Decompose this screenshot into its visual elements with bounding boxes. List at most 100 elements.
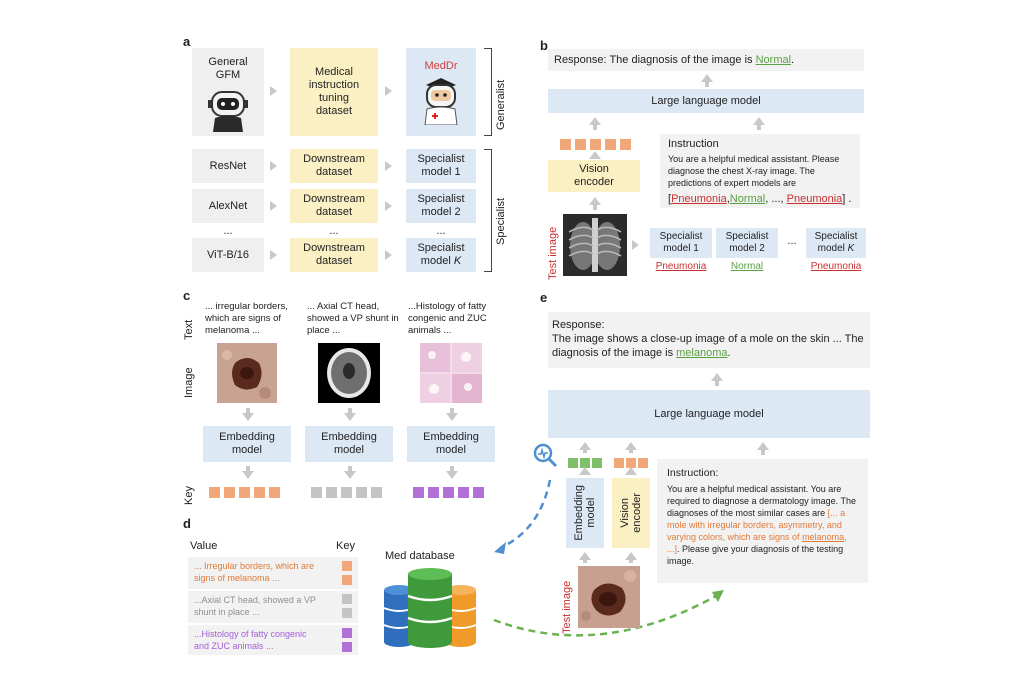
specialist-model-label: Specialist model [417, 242, 465, 267]
db-key [342, 575, 352, 585]
row-image-label: Image [183, 367, 195, 398]
instruction-box-e: Instruction: You are a helpful medical a… [657, 459, 868, 583]
ellipsis: ... [192, 224, 264, 237]
test-skin-lesion-image [578, 566, 640, 628]
token [560, 139, 571, 150]
response-title: Response: [552, 319, 605, 331]
instruction-title: Instruction: [667, 467, 719, 479]
magnifier-icon [533, 443, 558, 468]
ct-head-image [318, 343, 380, 403]
key-row-purple [413, 485, 498, 498]
vision-encoder-label: Vision encoder [574, 163, 614, 188]
panel-b-letter: b [540, 38, 548, 53]
instruction-text: You are a helpful medical assistant. Ple… [668, 154, 840, 188]
response-suffix: . [727, 347, 731, 359]
panel-d-letter: d [183, 516, 191, 531]
embedding-model-box: Embedding model [407, 426, 495, 462]
robot-icon [208, 91, 248, 132]
resnet-box: ResNet [192, 149, 264, 183]
arrow-right-icon [385, 250, 392, 260]
token-row-orange [560, 137, 640, 150]
response-text: Response: The diagnosis of the image is [554, 54, 756, 66]
medical-dataset-label: Medical instruction tuning dataset [308, 66, 360, 117]
db-key [342, 561, 352, 571]
specialist-box-b: Specialist model 1 [650, 228, 712, 258]
token [269, 487, 280, 498]
specialist-label: Specialist [495, 197, 507, 245]
key-row-orange [209, 485, 294, 498]
token [458, 487, 469, 498]
db-value-row: ...Axial CT head, showed a VP shunt in p… [188, 591, 358, 623]
instruction-text: You are a helpful medical assistant. You… [667, 484, 856, 518]
token-row-orange [614, 455, 658, 468]
vision-encoder-box-e: Vision encoder [612, 478, 650, 548]
arrow-up-icon [757, 442, 769, 455]
panel-e-letter: e [540, 290, 548, 305]
token [311, 487, 322, 498]
db-value-row: ... Irregular borders, which are signs o… [188, 557, 358, 589]
medical-dataset-box: Medical instruction tuning dataset [290, 48, 378, 136]
downstream-dataset-box: Downstream dataset [290, 149, 378, 183]
arrow-down-icon [446, 466, 458, 479]
arrow-up-icon [579, 552, 591, 563]
llm-label: Large language model [654, 407, 764, 420]
pred-label: Normal [730, 261, 764, 272]
downstream-dataset-box: Downstream dataset [290, 189, 378, 223]
downstream-dataset-label: Downstream dataset [303, 193, 365, 218]
token [356, 487, 367, 498]
panel-a-letter: a [183, 34, 191, 49]
token [341, 487, 352, 498]
pred-2: Normal [729, 193, 766, 205]
general-gfm-box: General GFM [192, 48, 264, 136]
arrow-up-icon [579, 442, 591, 453]
text-snippet: ...Histology of fatty congenic and ZUC a… [408, 301, 487, 336]
arrow-right-icon [270, 250, 277, 260]
llm-label: Large language model [651, 94, 761, 107]
llm-box-b: Large language model [548, 89, 864, 113]
token [575, 139, 586, 150]
arrow-up-icon [711, 373, 723, 386]
row-text-label: Text [183, 319, 195, 340]
token [592, 458, 602, 468]
specialist-label: Specialist model [814, 231, 858, 254]
db-key [342, 594, 352, 604]
arrow-down-icon [344, 408, 356, 421]
token [626, 458, 636, 468]
token [568, 458, 578, 468]
doctor-robot-icon [424, 78, 458, 125]
vit-box: ViT-B/16 [192, 238, 264, 272]
token [326, 487, 337, 498]
key-row-gray [311, 485, 396, 498]
embedding-model-box: Embedding model [305, 426, 393, 462]
response-value: melanoma [676, 347, 728, 359]
ellipsis-text: ... [436, 224, 446, 237]
ellipsis: ... [787, 234, 797, 247]
ellipsis: ... [406, 224, 476, 237]
embedding-model-box: Embedding model [203, 426, 291, 462]
text-snippet: ... Axial CT head, showed a VP shunt in … [307, 301, 399, 336]
db-key [342, 608, 352, 618]
db-key [342, 642, 352, 652]
alexnet-label: AlexNet [208, 199, 248, 212]
skin-lesion-image [217, 343, 277, 403]
specialist-model-box: Specialist model 1 [406, 149, 476, 183]
value-header: Value [190, 540, 218, 552]
response-value: Normal [755, 54, 792, 66]
token-row-green [568, 455, 612, 468]
test-image-label-b: Test image [547, 226, 559, 280]
generalist-label: Generalist [495, 79, 507, 130]
token [413, 487, 424, 498]
resnet-label: ResNet [209, 159, 247, 172]
arrow-right-icon [270, 201, 277, 211]
generalist-bracket [484, 48, 492, 136]
database-icon [383, 568, 477, 648]
med-database-label: Med database [385, 550, 455, 562]
bracket: ] . [842, 193, 852, 205]
db-key [342, 628, 352, 638]
ellipsis-text: ... [223, 224, 233, 237]
token [605, 139, 616, 150]
instruction-title: Instruction [668, 138, 719, 150]
chest-xray-image [563, 214, 627, 276]
vision-encoder-box-b: Vision encoder [548, 160, 640, 192]
arrow-right-icon [385, 201, 392, 211]
